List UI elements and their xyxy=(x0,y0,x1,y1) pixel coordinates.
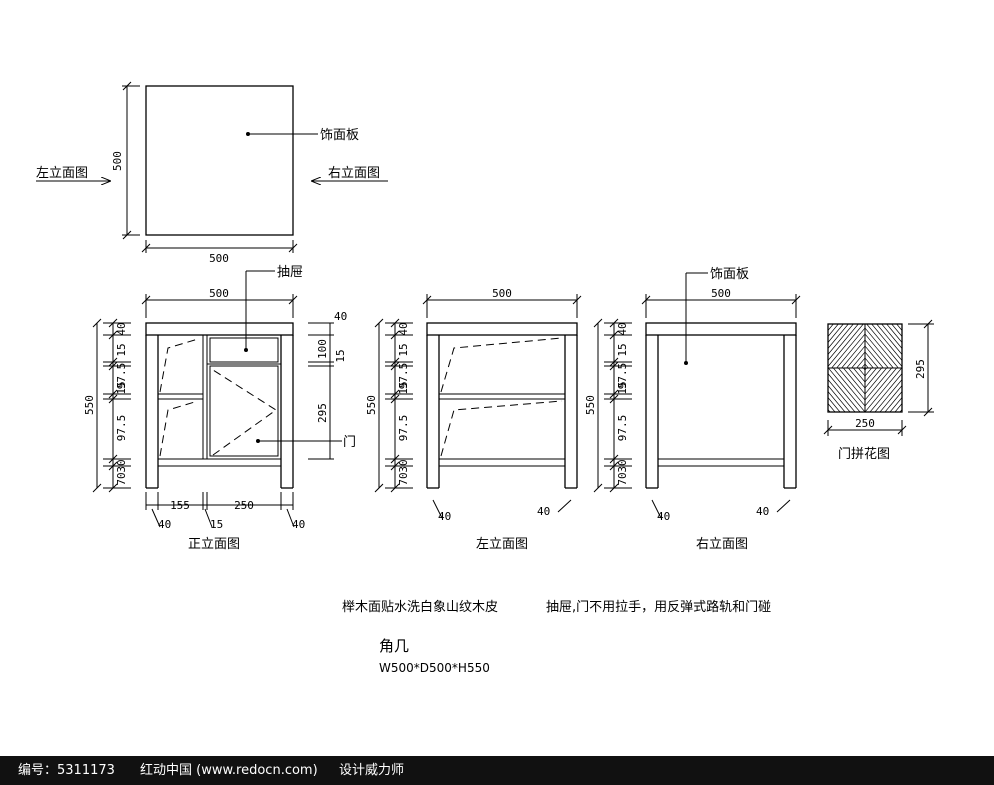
front-top-dim: 500 xyxy=(209,287,229,300)
door-pattern-width-dim: 250 xyxy=(855,417,875,430)
left-bottom-dim-leg-left: 40 xyxy=(438,510,451,523)
plan-finish-label: 饰面板 xyxy=(320,128,359,143)
height-dim-segment: 40 xyxy=(397,322,410,335)
door-pattern-title: 门拼花图 xyxy=(838,446,890,462)
plan-width-dim: 500 xyxy=(209,252,229,265)
left-view-arrow-label: 左立面图 xyxy=(36,166,88,181)
front-right-dim-gap: 15 xyxy=(334,349,347,362)
front-bottom-dim-open: 155 xyxy=(170,499,190,512)
front-view-title: 正立面图 xyxy=(188,537,240,552)
product-size: W500*D500*H550 xyxy=(379,661,490,675)
height-dim-segment: 15 xyxy=(616,343,629,356)
watermark-footer: 编号：5311173 红动中国 (www.redocn.com) 设计威力师 xyxy=(0,756,994,785)
height-dim-segment: 30 xyxy=(115,459,128,472)
height-dim-segment: 15 xyxy=(397,343,410,356)
height-dim-segment: 70 xyxy=(397,472,410,485)
height-dim-segment: 70 xyxy=(115,472,128,485)
front-bottom-dim-leg-left: 40 xyxy=(158,518,171,531)
door-pattern: 250 295 门拼花图 xyxy=(823,319,934,462)
footer-id: 编号：5311173 xyxy=(18,763,115,778)
height-dim-segment: 15 xyxy=(115,343,128,356)
plan-depth-dim: 500 xyxy=(111,151,124,171)
front-right-dim-drawer: 100 xyxy=(316,339,329,359)
height-dim-segment: 15 xyxy=(616,381,629,394)
front-right-dim-top: 40 xyxy=(334,310,347,323)
height-dim-segment: 97.5 xyxy=(616,363,629,390)
front-bottom-dim-leg-right: 40 xyxy=(292,518,305,531)
drawer-label: 抽屉 xyxy=(277,265,303,280)
product-name: 角几 xyxy=(379,637,409,655)
hardware-note: 抽屉,门不用拉手，用反弹式路轨和门碰 xyxy=(546,599,771,615)
door-pattern-height-dim: 295 xyxy=(914,359,927,379)
left-top-dim: 500 xyxy=(492,287,512,300)
front-right-dim-door: 295 xyxy=(316,403,329,423)
height-dim-segment: 97.5 xyxy=(616,415,629,442)
total-height-dim: 550 xyxy=(83,395,96,415)
total-height-dim: 550 xyxy=(584,395,597,415)
height-dim-segment: 97.5 xyxy=(397,363,410,390)
left-view-title: 左立面图 xyxy=(476,537,528,552)
height-dim-segment: 40 xyxy=(115,322,128,335)
total-height-dim: 550 xyxy=(365,395,378,415)
height-dim-segment: 15 xyxy=(397,381,410,394)
plan-view: 饰面板 500 500 左立面图 右立面图 xyxy=(36,81,388,265)
height-dim-segment: 97.5 xyxy=(115,363,128,390)
height-dim-segment: 40 xyxy=(616,322,629,335)
height-dim-segment: 97.5 xyxy=(397,415,410,442)
height-dim-segment: 30 xyxy=(397,459,410,472)
right-bottom-dim-leg-right: 40 xyxy=(756,505,769,518)
front-bottom-dim-door: 250 xyxy=(234,499,254,512)
front-bottom-dim-divider: 15 xyxy=(210,518,223,531)
right-view-title: 右立面图 xyxy=(696,537,748,552)
right-finish-label: 饰面板 xyxy=(710,267,749,282)
material-note: 榉木面贴水洗白象山纹木皮 xyxy=(342,599,498,615)
height-dim-segment: 15 xyxy=(115,381,128,394)
right-top-dim: 500 xyxy=(711,287,731,300)
right-view-arrow-label: 右立面图 xyxy=(328,166,380,181)
height-dim-segment: 97.5 xyxy=(115,415,128,442)
footer-author: 设计威力师 xyxy=(339,763,405,778)
footer-site: 红动中国 (www.redocn.com) xyxy=(140,763,318,778)
door-label: 门 xyxy=(343,435,356,450)
right-bottom-dim-leg-left: 40 xyxy=(657,510,670,523)
height-dim-segment: 30 xyxy=(616,459,629,472)
left-bottom-dim-leg-right: 40 xyxy=(537,505,550,518)
height-dim-segment: 70 xyxy=(616,472,629,485)
